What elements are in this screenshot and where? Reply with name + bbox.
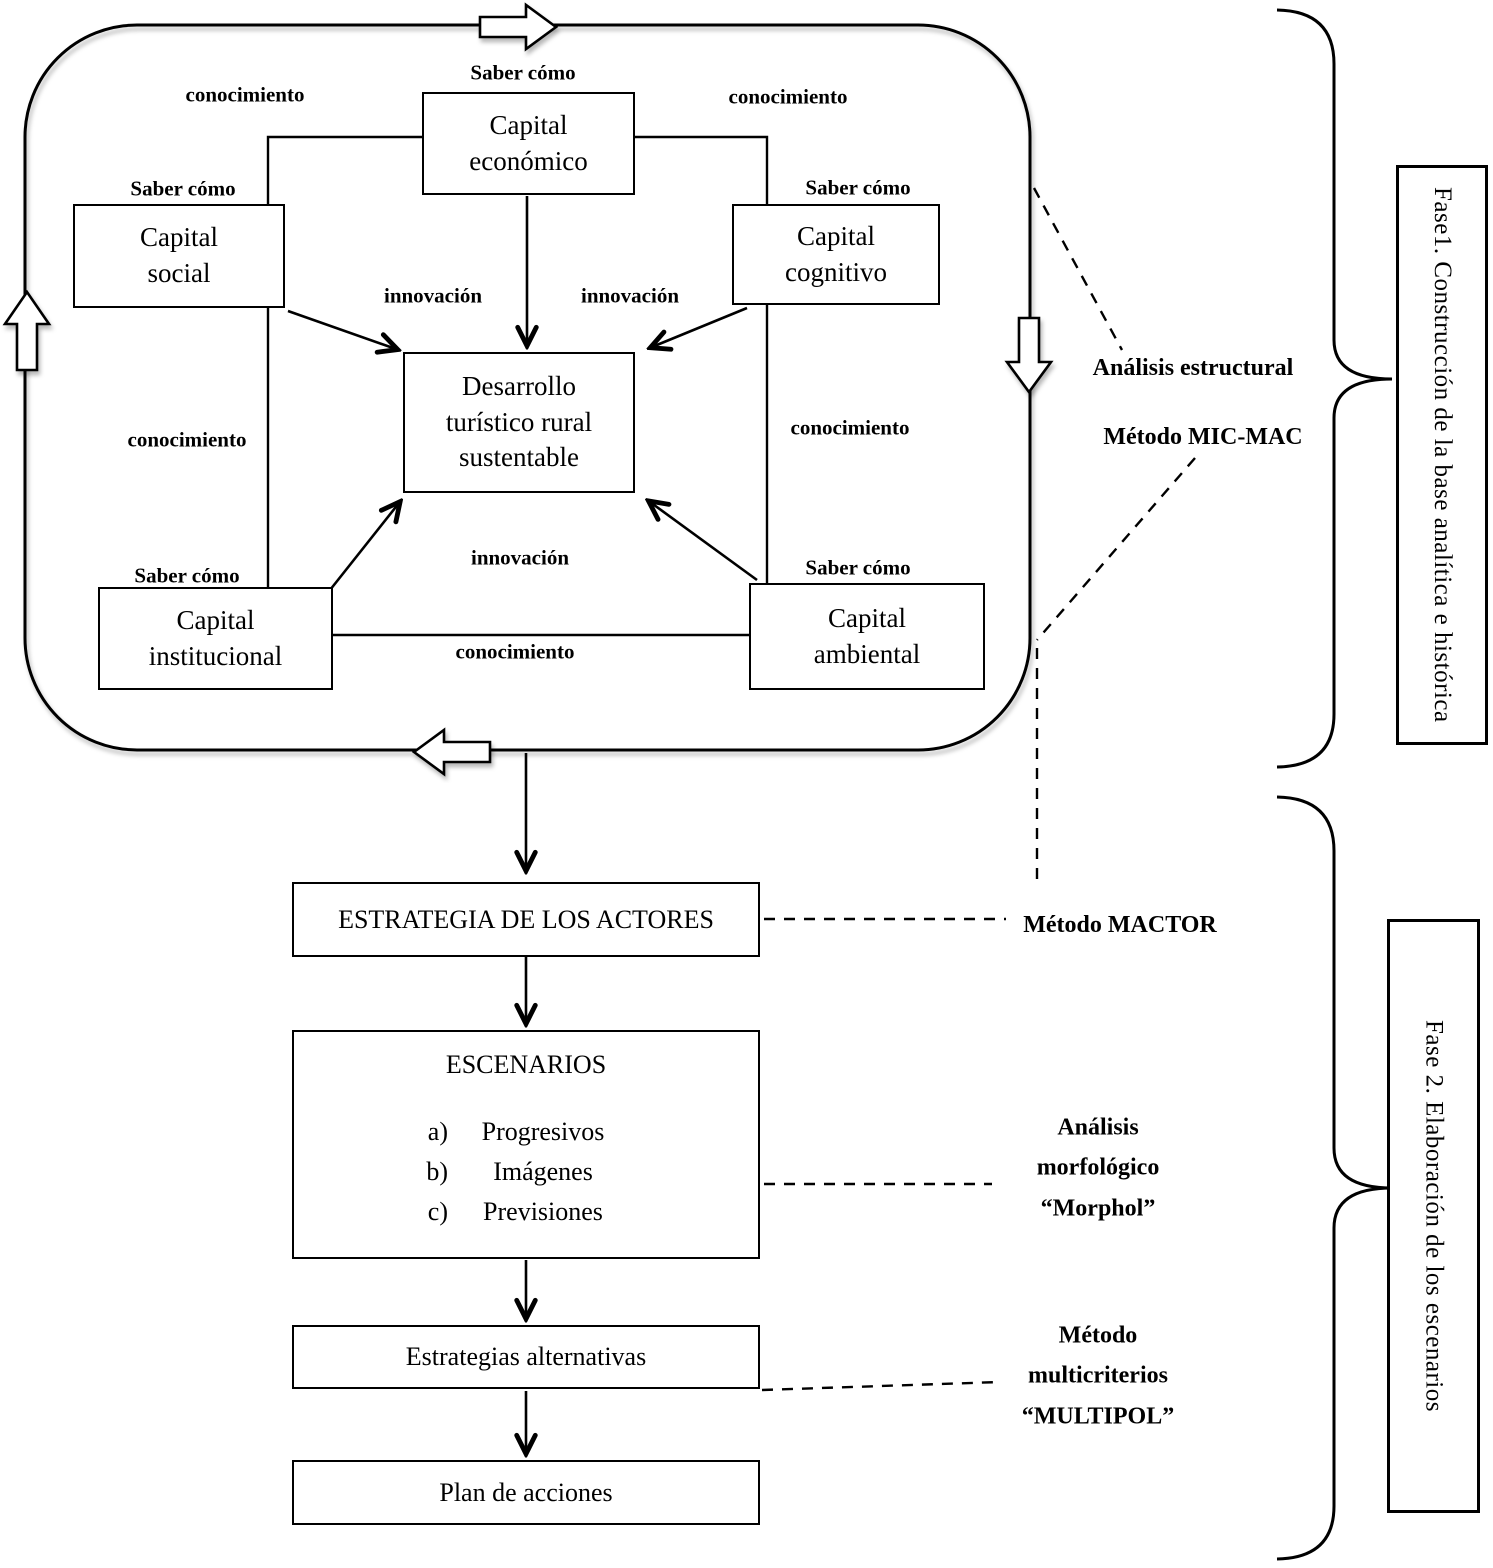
- escenarios-item-a-letter: a): [427, 1117, 448, 1146]
- label-conocimiento-bottom: conocimiento: [455, 639, 575, 664]
- capital-cognitivo-line2: cognitivo: [785, 256, 887, 287]
- arrow-cognitivo-to-desarrollo: [652, 306, 748, 347]
- estrategia-actores-label: ESTRATEGIA DE LOS ACTORES: [338, 904, 714, 934]
- label-saber-como-ambiental: Saber cómo: [805, 555, 911, 580]
- desarrollo-line3: sustentable: [459, 442, 579, 473]
- escenarios-item-b-label: Imágenes: [493, 1157, 593, 1186]
- capital-economico-line1: Capital: [489, 109, 568, 140]
- escenarios-item-c: c) Previsiones: [414, 1192, 638, 1232]
- desarrollo-line2: turístico rural: [445, 406, 593, 437]
- cycle-arrow-right-icon: [1004, 316, 1054, 395]
- label-saber-como-cognitivo: Saber cómo: [805, 175, 911, 200]
- escenarios-box: ESCENARIOS a) Progresivos b) Imágenes c)…: [292, 1030, 760, 1259]
- fase1-box: Fase1. Construcción de la base analítica…: [1396, 165, 1488, 745]
- capital-economico-box: Capital económico: [422, 92, 635, 195]
- label-metodo-micmac: Método MIC-MAC: [1103, 423, 1303, 450]
- capital-cognitivo-box: Capital cognitivo: [732, 204, 940, 305]
- capital-institucional-line1: Capital: [176, 604, 255, 635]
- capital-institucional-line2: institucional: [148, 640, 283, 671]
- escenarios-item-a: a) Progresivos: [414, 1112, 638, 1152]
- capital-ambiental-line2: ambiental: [813, 638, 921, 669]
- label-conocimiento-mid-right: conocimiento: [790, 415, 910, 440]
- fase2-box: Fase 2. Elaboración de los escenarios: [1387, 919, 1480, 1513]
- fase1-label: Fase1. Construcción de la base analítica…: [1429, 187, 1456, 723]
- plan-de-acciones-box: Plan de acciones: [292, 1460, 760, 1525]
- capital-social-line2: social: [147, 258, 211, 288]
- estrategias-alternativas-box: Estrategias alternativas: [292, 1325, 760, 1389]
- label-conocimiento-top-left: conocimiento: [185, 82, 305, 107]
- metodo-multicriterios-line2: multicriterios: [1028, 1362, 1168, 1389]
- label-saber-como-institucional: Saber cómo: [134, 563, 240, 588]
- capital-social-line1: Capital: [140, 222, 218, 253]
- cycle-arrow-left-icon: [2, 289, 52, 372]
- label-saber-como-economico: Saber cómo: [470, 60, 576, 85]
- arrow-institucional-to-desarrollo: [328, 503, 399, 591]
- arrow-ambiental-to-desarrollo: [650, 502, 758, 582]
- desarrollo-line1: Desarrollo: [462, 371, 576, 402]
- estrategia-actores-box: ESTRATEGIA DE LOS ACTORES: [292, 882, 760, 957]
- analisis-morfologico-line1: Análisis: [1057, 1114, 1139, 1141]
- label-innovacion-left: innovación: [383, 283, 483, 308]
- label-analisis-morfologico: Análisis morfológico “Morphol”: [1037, 1108, 1160, 1229]
- escenarios-items: a) Progresivos b) Imágenes c) Previsione…: [414, 1112, 638, 1232]
- escenarios-item-b: b) Imágenes: [414, 1152, 638, 1192]
- label-metodo-mactor: Método MACTOR: [1023, 911, 1217, 938]
- arrow-social-to-desarrollo: [287, 309, 396, 349]
- plan-de-acciones-label: Plan de acciones: [439, 1477, 613, 1507]
- cycle-arrow-bottom-icon: [411, 727, 492, 777]
- connector-economico-cognitivo-ambiental: [635, 135, 769, 583]
- cycle-arrow-top-icon: [478, 2, 559, 52]
- capital-economico-line2: económico: [469, 145, 588, 176]
- label-conocimiento-top-right: conocimiento: [728, 84, 848, 109]
- capital-ambiental-box: Capital ambiental: [749, 583, 985, 690]
- dashed-cycle-to-analisis-estructural: [1032, 187, 1124, 351]
- label-innovacion-right: innovación: [580, 283, 680, 308]
- analisis-morfologico-line2: morfológico: [1036, 1154, 1160, 1181]
- escenarios-item-b-letter: b): [426, 1157, 448, 1186]
- label-metodo-multicriterios: Método multicriterios “MULTIPOL”: [1022, 1316, 1174, 1437]
- desarrollo-turistico-box: Desarrollo turístico rural sustentable: [403, 352, 635, 493]
- fase2-brace: [1276, 795, 1393, 1561]
- estrategias-alternativas-label: Estrategias alternativas: [405, 1342, 647, 1371]
- capital-social-box: Capital social: [73, 204, 285, 308]
- connector-economico-social-institucional: [266, 135, 422, 587]
- escenarios-title: ESCENARIOS: [445, 1050, 607, 1079]
- label-innovacion-bottom: innovación: [470, 545, 570, 570]
- analisis-morfologico-line3: “Morphol”: [1040, 1195, 1156, 1222]
- dashed-estrategias-to-multipol: [761, 1380, 1001, 1392]
- label-conocimiento-mid-left: conocimiento: [127, 427, 247, 452]
- metodo-multicriterios-line1: Método: [1058, 1322, 1138, 1349]
- escenarios-item-a-label: Progresivos: [481, 1117, 605, 1146]
- dashed-micmac-to-cycle: [1036, 457, 1196, 641]
- capital-ambiental-line1: Capital: [828, 602, 906, 633]
- escenarios-item-c-label: Previsiones: [483, 1197, 603, 1226]
- metodo-multicriterios-line3: “MULTIPOL”: [1021, 1403, 1175, 1430]
- capital-cognitivo-line1: Capital: [797, 220, 875, 251]
- fase1-brace: [1276, 8, 1393, 769]
- escenarios-item-c-letter: c): [427, 1197, 448, 1226]
- capital-institucional-box: Capital institucional: [98, 587, 333, 690]
- label-analisis-estructural: Análisis estructural: [1092, 354, 1294, 381]
- fase2-label: Fase 2. Elaboración de los escenarios: [1420, 1020, 1448, 1412]
- label-saber-como-social: Saber cómo: [130, 176, 236, 201]
